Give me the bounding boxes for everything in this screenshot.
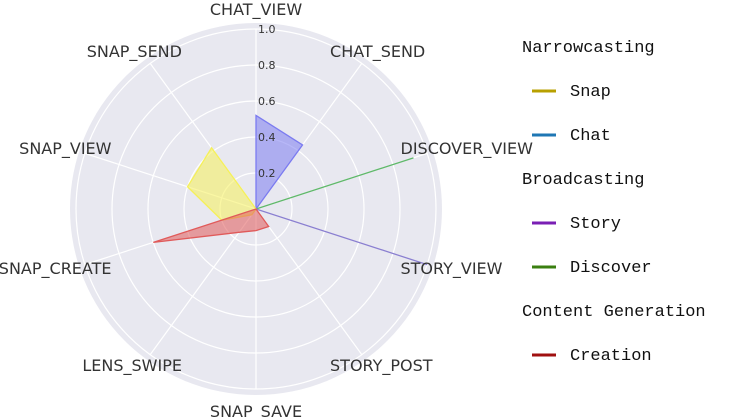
- grid-spoke: [149, 208, 257, 355]
- axis-label-snap-create: SNAP_CREATE: [0, 259, 111, 279]
- r-tick-label: 0.8: [258, 59, 276, 72]
- axis-label-chat-view: CHAT_VIEW: [210, 0, 302, 20]
- axis-label-lens-swipe: LENS_SWIPE: [82, 356, 182, 376]
- axis-label-snap-view: SNAP_VIEW: [19, 139, 111, 159]
- series-1-area: [255, 157, 414, 210]
- plot-area: 0.2 0.4 0.6 0.8 1.0 CHAT_VIEW CHAT_SEND DISCOVE…: [0, 0, 533, 418]
- r-tick-label: 1.0: [258, 23, 276, 36]
- series-2-area: [255, 208, 428, 266]
- legend-item-label: Snap: [570, 83, 611, 102]
- r-tick-label: 0.6: [258, 95, 276, 108]
- r-tick-label: 0.4: [258, 131, 276, 144]
- legend-item-label: Chat: [570, 127, 611, 146]
- axis-label-story-post: STORY_POST: [330, 356, 433, 376]
- legend-item-label: Creation: [570, 347, 652, 366]
- legend-group-title: Content Generation: [522, 303, 706, 322]
- grid-spoke: [255, 208, 363, 355]
- axis-label-chat-send: CHAT_SEND: [330, 42, 425, 62]
- legend-item-label: Discover: [570, 259, 652, 278]
- legend: NarrowcastingSnapChatBroadcastingStoryDi…: [522, 39, 706, 366]
- axis-label-story-view: STORY_VIEW: [401, 259, 503, 279]
- axis-label-discover-view: DISCOVER_VIEW: [401, 139, 534, 159]
- r-tick-label: 0.2: [258, 167, 276, 180]
- legend-group-title: Broadcasting: [522, 171, 644, 190]
- axis-label-snap-save: SNAP_SAVE: [210, 402, 302, 418]
- axis-label-snap-send: SNAP_SEND: [87, 42, 182, 62]
- legend-group-title: Narrowcasting: [522, 39, 655, 58]
- series-4-area: [153, 208, 270, 244]
- legend-item-label: Story: [570, 215, 621, 234]
- series-0-area: [255, 114, 304, 212]
